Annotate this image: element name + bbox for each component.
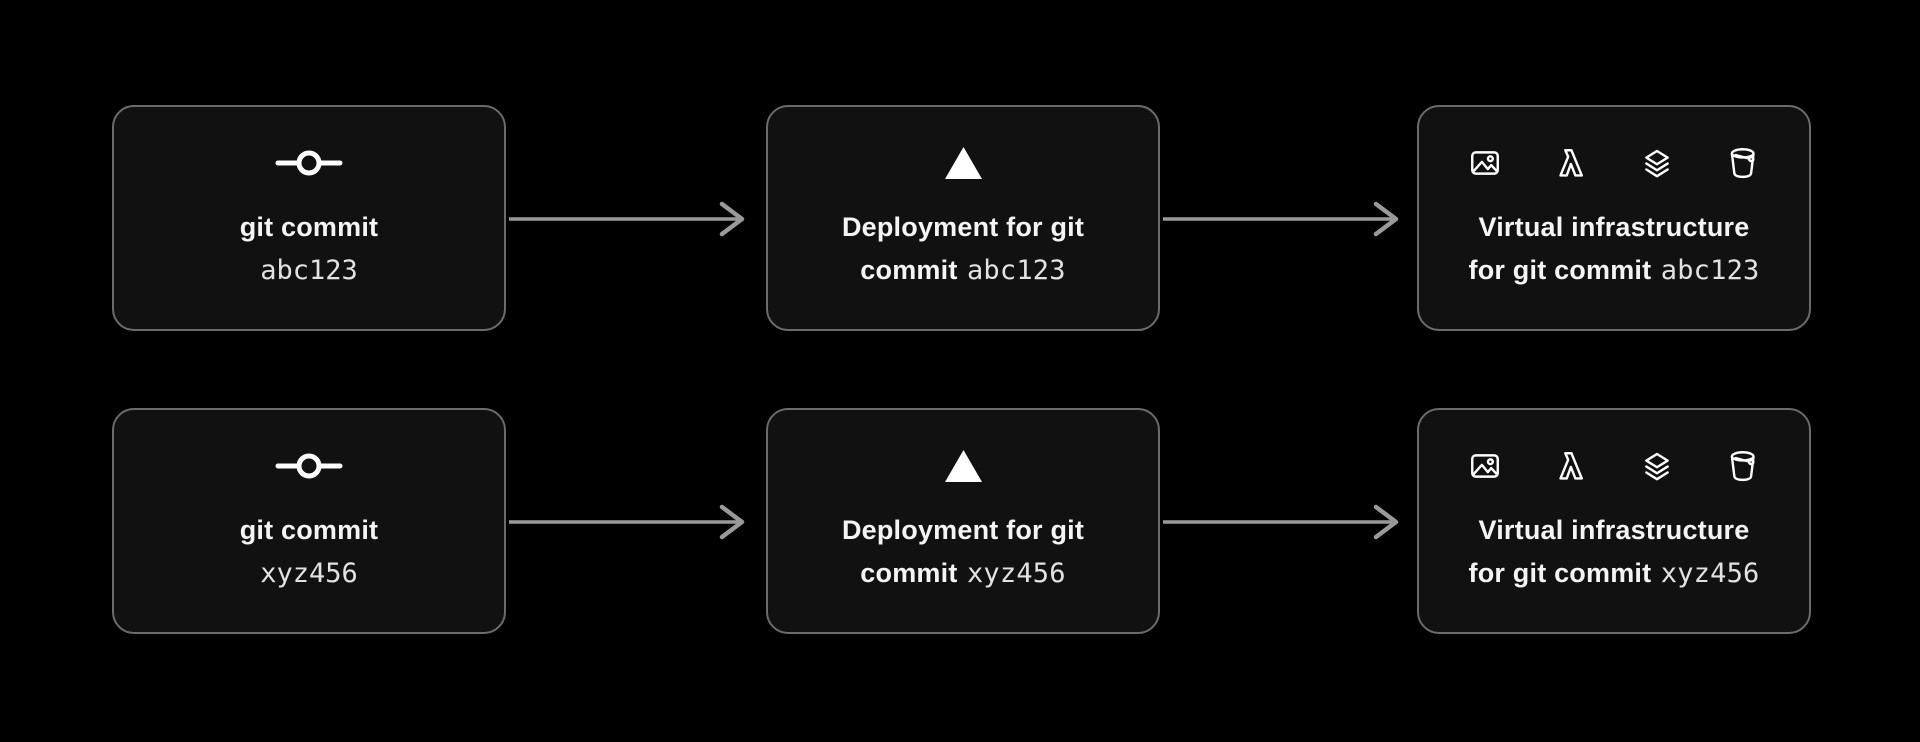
lambda-function-icon: [1559, 452, 1583, 480]
git-commit-node-xyz456: git commit xyz456: [112, 408, 506, 634]
arrow-right-icon: [509, 504, 745, 540]
node-title-line2-bold: for git commit: [1468, 255, 1652, 285]
arrow-right-icon: [1163, 201, 1399, 237]
container-image-icon: [1471, 454, 1499, 478]
layers-icon: [1645, 149, 1669, 178]
deployment-node-xyz456: Deployment for git commit xyz456: [766, 408, 1160, 634]
node-title-line2: for git commit xyz456: [1469, 552, 1760, 595]
node-title-line1: Virtual infrastructure: [1478, 515, 1750, 545]
node-title-line1: Virtual infrastructure: [1478, 212, 1750, 242]
virtual-infrastructure-node-abc123: Virtual infrastructure for git commit abc…: [1417, 105, 1811, 331]
aws-resource-icons: [1468, 447, 1760, 485]
container-image-icon: [1471, 151, 1499, 175]
node-title-line1: Deployment for git: [841, 515, 1085, 545]
s3-bucket-icon: [1730, 148, 1755, 179]
git-commit-icon: [274, 447, 344, 485]
aws-resource-icons: [1468, 144, 1760, 182]
node-title-line1: Deployment for git: [841, 212, 1085, 242]
virtual-infrastructure-node-xyz456: Virtual infrastructure for git commit xyz…: [1417, 408, 1811, 634]
s3-bucket-icon: [1730, 451, 1755, 482]
lambda-function-icon: [1559, 149, 1583, 177]
commit-hash: xyz456: [966, 558, 1066, 589]
vercel-triangle-icon: [944, 447, 982, 485]
commit-hash: xyz456: [1660, 558, 1760, 589]
node-title-line2-bold: commit: [860, 255, 958, 285]
arrow-right-icon: [509, 201, 745, 237]
git-commit-icon: [274, 144, 344, 182]
commit-hash: abc123: [1660, 255, 1760, 286]
node-title: git commit: [239, 212, 379, 242]
node-title-line2-bold: commit: [860, 558, 958, 588]
layers-icon: [1645, 452, 1669, 481]
arrow-right-icon: [1163, 504, 1399, 540]
node-title-line2: commit abc123: [860, 249, 1065, 292]
deployment-node-abc123: Deployment for git commit abc123: [766, 105, 1160, 331]
commit-hash: abc123: [260, 255, 358, 286]
node-title: git commit: [239, 515, 379, 545]
commit-hash: abc123: [966, 255, 1066, 286]
node-title-line2: commit xyz456: [860, 552, 1065, 595]
node-title-line2-bold: for git commit: [1468, 558, 1652, 588]
git-commit-node-abc123: git commit abc123: [112, 105, 506, 331]
node-title-line2: for git commit abc123: [1469, 249, 1760, 292]
commit-hash: xyz456: [260, 558, 358, 589]
vercel-triangle-icon: [944, 144, 982, 182]
